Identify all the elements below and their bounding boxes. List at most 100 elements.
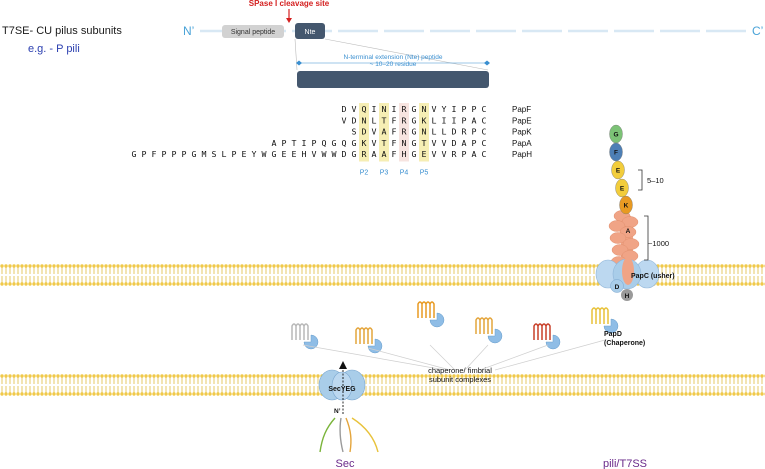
residue: A [272,138,277,148]
residue: K [422,115,427,125]
sequence-name: PapA [512,139,532,148]
residue: G [412,138,417,148]
residue: E [292,149,297,159]
residue: V [432,104,437,114]
sequence-name: PapE [512,116,532,125]
secyeg-translocon [318,369,366,401]
signal-peptide-label: Signal peptide [231,29,275,36]
residue: V [442,138,447,148]
residue: P [282,138,287,148]
residue: H [302,149,307,159]
nte-expanded-bar [297,71,489,88]
nte-span-left-tip [296,60,302,66]
residue: S [212,149,217,159]
subunit-h [621,289,633,301]
subunit-h-label: H [625,293,630,300]
alignment-highlights [359,103,429,162]
residue: N [422,104,427,114]
residue: F [392,115,397,125]
residue: P [312,138,317,148]
residue: V [442,149,447,159]
residue: P [182,149,187,159]
residue: L [372,115,377,125]
complex-connector-lines [302,339,606,371]
fimbrial-subunit [475,317,493,334]
chaperone-papd [487,328,503,344]
residue: Q [322,138,327,148]
residue: P [462,104,467,114]
residue: W [332,149,337,159]
residue: A [472,115,477,125]
subunit-e-label: E [616,168,621,175]
residue: R [362,149,367,159]
residue: I [372,104,377,114]
chaperone-papd [603,318,619,334]
subunit-e [615,178,629,198]
residue: D [452,138,457,148]
subunit-a-label: A [626,228,631,235]
residue: K [362,138,367,148]
residue: I [452,115,457,125]
residue: I [392,104,397,114]
subunit-d [610,279,624,293]
residue: T [382,138,387,148]
residue: P [462,115,467,125]
residue: G [132,149,137,159]
subunit-k-label: K [624,203,629,210]
highlight-column [399,103,409,162]
usher-label: PapC (usher) [631,273,675,280]
residue: V [312,149,317,159]
highlight-column [359,103,369,162]
subunit-e-label: E [620,186,625,193]
rod-range-label: ~1000 [648,239,669,248]
secyeg-label: SecYEG [328,386,356,393]
residue: I [452,104,457,114]
residue: G [272,149,277,159]
residue: V [432,138,437,148]
residue: C [482,115,487,125]
residue: G [332,138,337,148]
secyeg-n-label: N’ [334,408,341,415]
residue: R [402,127,407,137]
nte-label: Nte [305,29,316,36]
residue: P [472,127,477,137]
chaperone-papd [303,334,319,350]
residue: C [482,149,487,159]
residue: R [462,127,467,137]
fimbrial-subunit [591,307,609,324]
pili-label: pili/T7SS [603,458,647,469]
example-label: e.g. - P pili [28,43,80,55]
residue: F [392,127,397,137]
residue: R [402,104,407,114]
nte-segment [295,23,325,39]
residue: F [152,149,157,159]
residue: R [402,115,407,125]
residue: W [322,149,327,159]
subunit-g-label: G [613,132,618,139]
nte-caption-length: ~ 10–20 residue [370,61,417,68]
complex-label: chaperone/ fimbrial [428,366,492,375]
chaperone-papd [429,312,445,328]
residue: D [342,149,347,159]
subunit-f [609,142,623,162]
residue: G [192,149,197,159]
residue: E [422,149,427,159]
sec-label: Sec [336,458,355,469]
residue: G [412,104,417,114]
residue: D [352,115,357,125]
zoom-line-left [294,38,298,71]
tip-bracket [638,169,643,191]
residue: L [432,115,437,125]
nte-span-right-tip [484,60,490,66]
complex-label-2: subunit complexes [429,375,491,384]
sequence-name: PapF [512,105,531,114]
residue: N [402,138,407,148]
residue: G [412,149,417,159]
fimbrial-subunit [417,301,435,318]
chaperone-label: PapD [604,331,622,338]
residue: L [222,149,227,159]
residue: N [382,104,387,114]
residue: G [412,115,417,125]
